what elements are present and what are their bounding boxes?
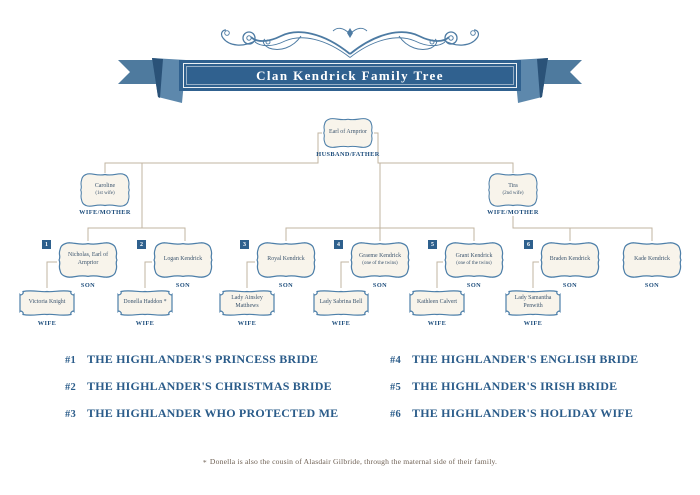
- book-number: #5: [390, 382, 402, 393]
- node-name: Braden Kendrick: [549, 256, 591, 263]
- book-title: THE HIGHLANDER'S HOLIDAY WIFE: [412, 406, 634, 420]
- node-name: Kade Kendrick: [634, 256, 670, 263]
- node-name: Lady Ainsley Matthews: [231, 295, 263, 309]
- book-number: #2: [65, 382, 77, 393]
- role-label-son-2: SON: [175, 282, 191, 289]
- role-label-mother-2: WIFE/MOTHER: [487, 209, 539, 216]
- book-number: #4: [390, 355, 402, 366]
- node-note: (1st wife): [95, 190, 115, 196]
- tree-node-wife-samantha: Lady Samantha Penwith: [503, 288, 563, 318]
- node-name: Royal Kendrick: [267, 256, 305, 263]
- role-label-father: HUSBAND/FATHER: [316, 151, 380, 158]
- book-number: #1: [65, 355, 77, 366]
- tree-connectors: [46, 132, 653, 288]
- node-name: Earl of Arnprior: [329, 129, 367, 136]
- tree-node-son-grant: Grant Kendrick(one of the twins): [443, 241, 505, 279]
- role-label-son-4: SON: [372, 282, 388, 289]
- book-number-badge: 5: [428, 240, 437, 249]
- book-title: THE HIGHLANDER'S CHRISTMAS BRIDE: [87, 379, 332, 393]
- role-label-wife-3: WIFE: [237, 320, 257, 327]
- role-label-son-6: SON: [562, 282, 578, 289]
- book-title: THE HIGHLANDER'S ENGLISH BRIDE: [412, 352, 639, 366]
- role-label-wife-1: WIFE: [37, 320, 57, 327]
- book-number: #3: [65, 409, 77, 420]
- book-item: #5 THE HIGHLANDER'S IRISH BRIDE: [390, 379, 638, 406]
- node-name: Caroline: [94, 183, 116, 190]
- role-label-mother-1: WIFE/MOTHER: [79, 209, 131, 216]
- title-ribbon: [118, 58, 582, 103]
- tree-node-son-nicholas: Nicholas, Earl of Arnprior: [57, 241, 119, 279]
- tree-node-wife-kathleen: Kathleen Calvert: [407, 288, 467, 318]
- tree-node-wife-ainsley: Lady Ainsley Matthews: [217, 288, 277, 318]
- node-name: Victoria Knight: [28, 299, 66, 306]
- node-name: Donella Haddon *: [123, 299, 167, 306]
- tree-node-son-logan: Logan Kendrick: [152, 241, 214, 279]
- book-title: THE HIGHLANDER WHO PROTECTED ME: [87, 406, 339, 420]
- role-label-son-1: SON: [80, 282, 96, 289]
- node-name: Tira: [508, 183, 518, 190]
- tree-node-father: Earl of Arnprior: [322, 117, 374, 149]
- role-label-wife-4: WIFE: [331, 320, 351, 327]
- node-name: Grant Kendrick: [455, 253, 493, 260]
- node-note: (2nd wife): [502, 190, 524, 196]
- tree-node-mother-tira: Tira(2nd wife): [487, 172, 539, 208]
- book-number: #6: [390, 409, 402, 420]
- tree-node-wife-sabrina: Lady Sabrina Bell: [311, 288, 371, 318]
- book-number-badge: 4: [334, 240, 343, 249]
- tree-node-son-royal: Royal Kendrick: [255, 241, 317, 279]
- book-title: THE HIGHLANDER'S PRINCESS BRIDE: [87, 352, 319, 366]
- book-number-badge: 2: [137, 240, 146, 249]
- node-name: Kathleen Calvert: [416, 299, 458, 306]
- book-title: THE HIGHLANDER'S IRISH BRIDE: [412, 379, 618, 393]
- node-note: (one of the twins): [456, 260, 492, 266]
- book-item: #1 THE HIGHLANDER'S PRINCESS BRIDE: [65, 352, 338, 379]
- book-number-badge: 1: [42, 240, 51, 249]
- tree-node-son-braden: Braden Kendrick: [539, 241, 601, 279]
- role-label-son-3: SON: [278, 282, 294, 289]
- node-name: Lady Sabrina Bell: [319, 299, 363, 306]
- poster-title: Clan Kendrick Family Tree: [256, 68, 444, 83]
- role-label-son-5: SON: [466, 282, 482, 289]
- tree-node-mother-caroline: Caroline(1st wife): [79, 172, 131, 208]
- book-item: #2 THE HIGHLANDER'S CHRISTMAS BRIDE: [65, 379, 338, 406]
- role-label-wife-6: WIFE: [523, 320, 543, 327]
- node-note: (one of the twins): [362, 260, 398, 266]
- node-name: Logan Kendrick: [163, 256, 203, 263]
- book-item: #3 THE HIGHLANDER WHO PROTECTED ME: [65, 406, 338, 433]
- node-name: Lady Samantha Penwith: [514, 295, 552, 309]
- book-item: #4 THE HIGHLANDER'S ENGLISH BRIDE: [390, 352, 638, 379]
- tree-node-son-kade: Kade Kendrick: [621, 241, 683, 279]
- flourish-ornament-icon: [220, 27, 480, 58]
- footnote-text: Donella is also the cousin of Alasdair G…: [209, 457, 498, 466]
- role-label-son-7: SON: [644, 282, 660, 289]
- tree-node-wife-victoria: Victoria Knight: [17, 288, 77, 318]
- role-label-wife-5: WIFE: [427, 320, 447, 327]
- book-number-badge: 6: [524, 240, 533, 249]
- node-name: Nicholas, Earl of Arnprior: [67, 252, 109, 266]
- role-label-wife-2: WIFE: [135, 320, 155, 327]
- footnote: *Donella is also the cousin of Alasdair …: [0, 457, 700, 467]
- footnote-bullet: *: [202, 458, 207, 467]
- tree-node-wife-donella: Donella Haddon *: [115, 288, 175, 318]
- book-item: #6 THE HIGHLANDER'S HOLIDAY WIFE: [390, 406, 638, 433]
- node-name: Graeme Kendrick: [358, 253, 402, 260]
- tree-node-son-graeme: Graeme Kendrick(one of the twins): [349, 241, 411, 279]
- book-number-badge: 3: [240, 240, 249, 249]
